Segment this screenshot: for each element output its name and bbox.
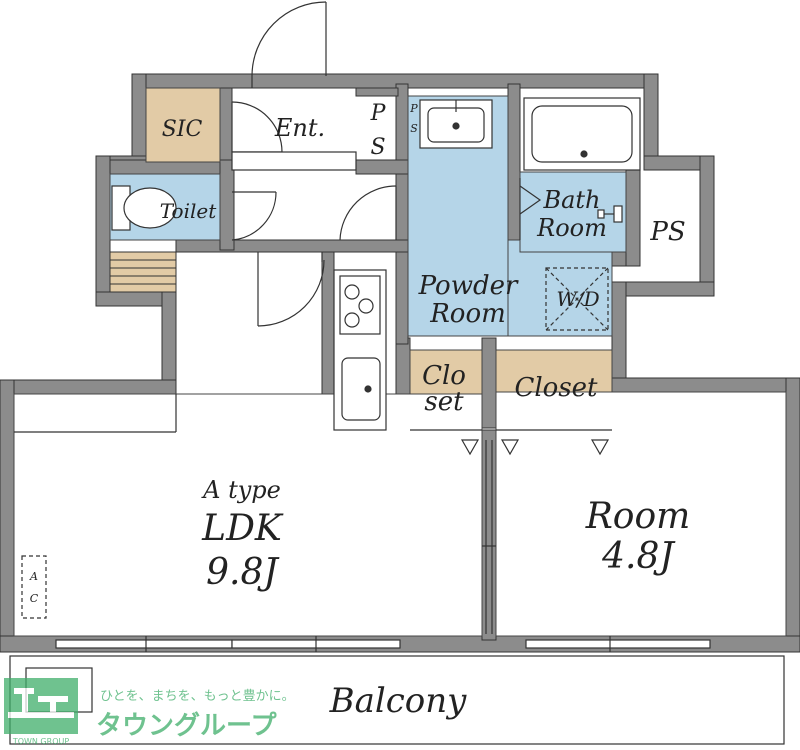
hall-door [257,252,325,327]
brand-slogan: ひとを、まちを、もっと豊かに。 [100,689,295,704]
wash-basin [419,99,493,149]
ac-unit [21,555,47,619]
closet-small-line1: Clo [422,361,466,391]
kitchen-counter [333,269,387,431]
balcony-label: Balcony [329,681,468,721]
toilet-label: Toilet [160,199,217,223]
sic-label: SIC [162,117,203,142]
bathtub [523,97,641,171]
powder-label-line1: Powder [418,271,519,301]
ac-label-a: A [29,570,38,583]
washer-dryer-space [545,267,609,331]
wd-label: W/D [556,287,599,311]
entrance-label: Ent. [274,114,325,142]
toilet-shelf [109,251,177,293]
entrance-step [231,151,357,171]
powder-door [339,185,397,241]
powder-label-line2: Room [429,299,506,329]
ps-small-p: P [409,102,418,115]
ps-small-s: S [410,122,418,135]
closet-doors [410,429,612,456]
brand-watermark: TOWN GROUP ひとを、まちを、もっと豊かに。 タウングループ [4,678,295,746]
sliding-partition [482,440,496,634]
town-group-logo: TOWN GROUP [4,678,78,746]
shower [597,205,623,223]
toilet-fixture [111,185,177,231]
windows [55,636,711,652]
closet-small-line2: set [424,387,464,417]
room-size-label: 4.8J [601,536,676,577]
ldk-shelf [14,394,177,433]
ps-right-label: PS [649,217,685,247]
toilet-door [231,191,277,241]
ldk-size-label: 9.8J [206,552,280,593]
brand-name: タウングループ [96,711,277,741]
room-label: Room [585,496,691,537]
closet-label: Closet [514,373,598,403]
bath-door [519,178,542,240]
ldk-label: LDK [201,508,284,549]
type-label: A type [201,476,281,504]
balcony-area [9,655,785,745]
bath-label-line1: Bath [542,186,600,214]
bath-label-line2: Room [536,214,607,242]
ac-label-c: C [30,592,39,605]
logo-text: TOWN GROUP [12,737,70,746]
entrance-door [251,1,327,88]
ps-top-p: P [370,101,387,126]
ps-top-s: S [370,135,385,160]
